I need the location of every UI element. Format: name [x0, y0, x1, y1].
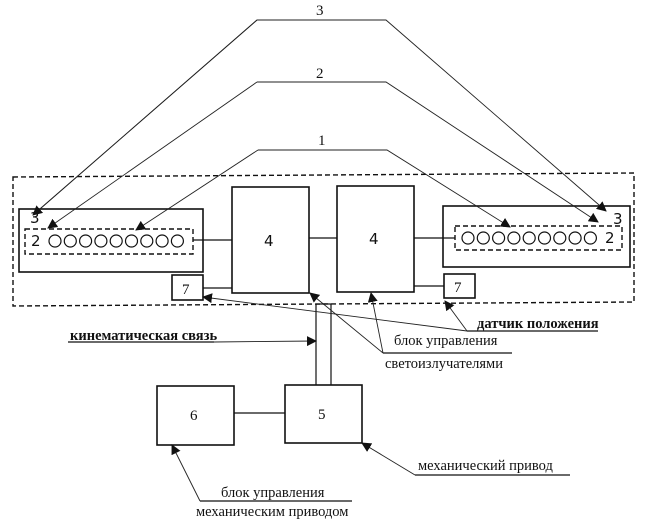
emitter-led: [78, 234, 93, 248]
left-array-label: 2: [31, 232, 41, 250]
emitter-led: [124, 234, 139, 248]
emitter-led: [140, 234, 154, 248]
block-4-right-label: 4: [369, 230, 379, 248]
pointer-block-6: [171, 444, 201, 502]
emitter-led: [492, 231, 506, 245]
right-emitters: [461, 231, 598, 245]
emitter-led: [476, 231, 490, 245]
caption-emitter-control-1: блок управления: [394, 333, 498, 349]
emitter-led: [461, 231, 475, 245]
block-4-right: [336, 185, 415, 293]
emitter-led: [109, 234, 123, 248]
pointer-block4-right: [367, 292, 384, 354]
sensor-7-right: [443, 273, 476, 299]
beam-2: [257, 81, 599, 223]
block-6-label: 6: [190, 408, 198, 424]
block-4-left-label: 4: [264, 232, 274, 250]
block-5-drive: [284, 384, 363, 444]
caption-drive-control-2: механическим приводом: [196, 504, 348, 520]
pointer-block4-left: [309, 292, 384, 354]
beam-3-left-arrow: [32, 19, 258, 216]
emitter-led: [155, 234, 169, 248]
beam-3-label: 3: [316, 3, 324, 19]
left-panel-label: 3: [30, 209, 40, 227]
beam-2-label: 2: [316, 66, 324, 82]
block-6-drive-control: [156, 385, 235, 446]
right-panel-label: 3: [613, 210, 623, 228]
beam-3: [32, 19, 607, 216]
beam-1: [258, 149, 511, 228]
pointer-kinematic-link: [213, 336, 317, 347]
beam-2-left-arrow: [47, 81, 258, 229]
caption-drive-control-1: блок управления: [221, 485, 325, 501]
pointer-sensor-right: [444, 300, 468, 332]
emitter-led: [568, 231, 582, 245]
left-emitter-array: [24, 228, 194, 255]
emitter-led: [63, 234, 77, 248]
caption-mech-drive: механический привод: [418, 458, 553, 474]
emitter-led: [522, 231, 536, 245]
emitter-led: [507, 231, 521, 245]
block-5-label: 5: [318, 407, 326, 423]
caption-kinematic-link: кинематическая связь: [70, 328, 217, 344]
sensor-7-right-label: 7: [454, 280, 462, 296]
emitter-led: [583, 231, 598, 245]
emitter-led: [94, 234, 108, 248]
emitter-led: [48, 234, 62, 248]
left-emitters: [48, 234, 184, 248]
block-4-left: [231, 186, 310, 294]
emitter-led: [553, 231, 567, 245]
beam-1-left-arrow: [135, 149, 259, 231]
beam-1-label: 1: [318, 133, 326, 149]
caption-position-sensor: датчик положения: [477, 316, 599, 332]
emitter-led: [537, 231, 552, 245]
sensor-7-left-label: 7: [182, 282, 190, 298]
emitter-led: [170, 234, 184, 248]
right-array-label: 2: [605, 229, 615, 247]
caption-emitter-control-2: светоизлучателями: [385, 356, 503, 372]
pointer-block-5: [361, 442, 416, 476]
